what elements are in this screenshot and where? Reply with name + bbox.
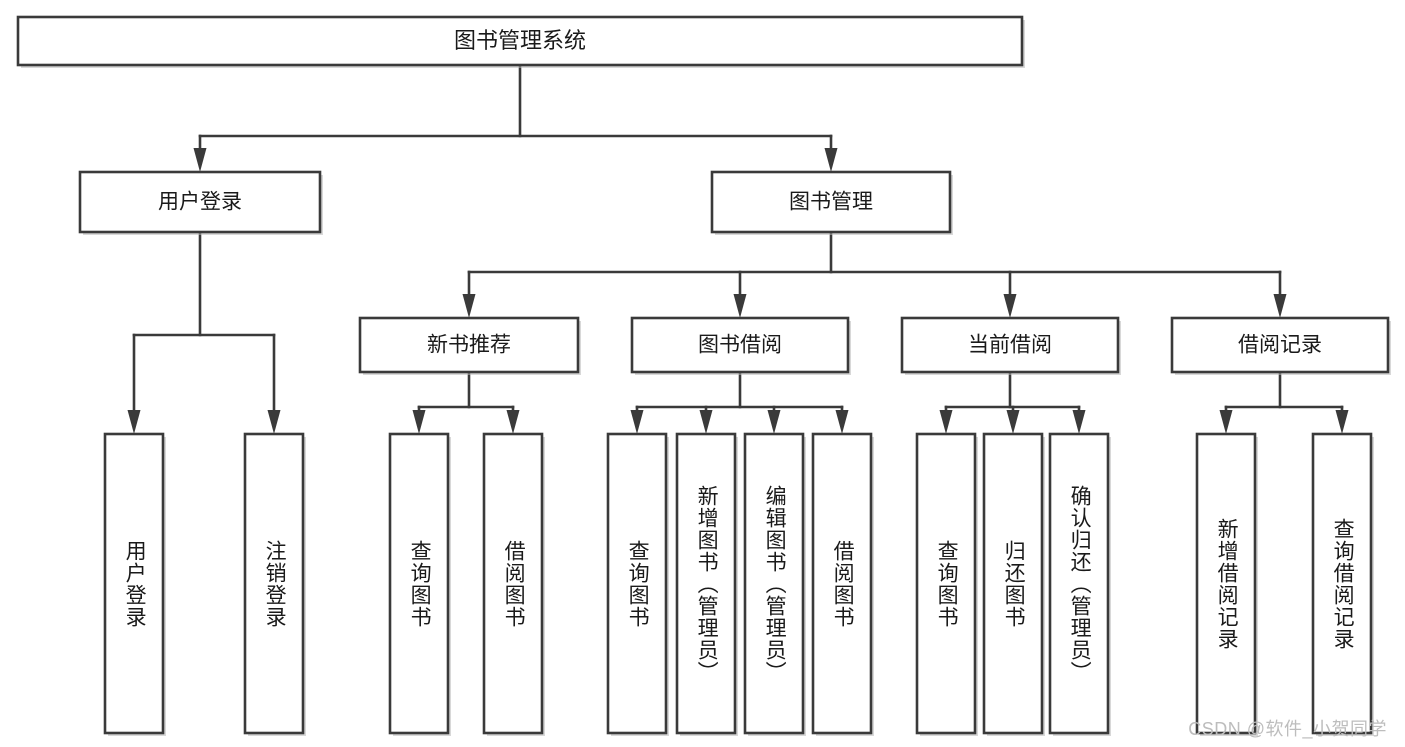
box-outline xyxy=(243,432,305,735)
current-to-leaves-arrowhead-0 xyxy=(939,410,953,434)
box-outline xyxy=(743,432,805,735)
borrow-to-leaves-arrowhead-2 xyxy=(767,410,781,434)
box-outline xyxy=(1195,432,1257,735)
node-borrow-record[interactable] xyxy=(1170,316,1391,375)
node-user-login-label: 用户登录 xyxy=(158,191,242,214)
record-to-leaves-arrowhead-0 xyxy=(1219,410,1233,434)
node-book-borrow[interactable] xyxy=(630,316,851,375)
box-outline xyxy=(710,170,952,234)
node-leaf-query-book-current[interactable] xyxy=(915,432,978,736)
node-leaf-borrow-book[interactable] xyxy=(811,432,874,736)
box-outline xyxy=(900,316,1120,374)
node-user-login[interactable] xyxy=(78,170,323,235)
current-to-leaves-arrowhead-2 xyxy=(1072,410,1086,434)
box-outline xyxy=(675,432,737,735)
box-outline xyxy=(1311,432,1373,735)
node-leaf-return-book[interactable] xyxy=(982,432,1045,736)
box-outline xyxy=(358,316,580,374)
node-leaf-confirm-return-admin[interactable] xyxy=(1048,432,1111,736)
node-new-book-recommend[interactable] xyxy=(358,316,581,375)
connector-layer xyxy=(127,63,1349,434)
node-leaf-user-login[interactable] xyxy=(103,432,166,736)
node-leaf-add-book-admin[interactable] xyxy=(675,432,738,736)
box-outline xyxy=(1048,432,1110,735)
userlogin-to-leaves-arrowhead-0 xyxy=(127,410,141,434)
recommend-to-leaves-arrowhead-0 xyxy=(412,410,426,434)
box-outline xyxy=(982,432,1044,735)
node-book-manage[interactable] xyxy=(710,170,953,235)
box-outline xyxy=(16,15,1024,67)
box-outline xyxy=(630,316,850,374)
node-new-book-recommend-label: 新书推荐 xyxy=(427,334,511,357)
node-root[interactable] xyxy=(16,15,1025,68)
bookmanage-to-level2-arrowhead-2 xyxy=(1003,294,1017,318)
node-current-borrow-label: 当前借阅 xyxy=(968,334,1052,357)
box-outline xyxy=(78,170,322,234)
node-borrow-record-label: 借阅记录 xyxy=(1238,334,1322,357)
node-leaf-query-book-borrow[interactable] xyxy=(606,432,669,736)
userlogin-to-leaves-arrowhead-1 xyxy=(267,410,281,434)
box-outline xyxy=(915,432,977,735)
node-leaf-query-borrow-record[interactable] xyxy=(1311,432,1374,736)
current-to-leaves-arrowhead-1 xyxy=(1006,410,1020,434)
node-root-label: 图书管理系统 xyxy=(454,28,586,53)
node-leaf-add-borrow-record[interactable] xyxy=(1195,432,1258,736)
root-to-level1-arrowhead-1 xyxy=(824,148,838,172)
node-leaf-edit-book-admin[interactable] xyxy=(743,432,806,736)
node-book-borrow-label: 图书借阅 xyxy=(698,334,782,357)
recommend-to-leaves-arrowhead-1 xyxy=(506,410,520,434)
record-to-leaves-arrowhead-1 xyxy=(1335,410,1349,434)
borrow-to-leaves-arrowhead-0 xyxy=(630,410,644,434)
box-outline xyxy=(606,432,668,735)
root-to-level1-arrowhead-0 xyxy=(193,148,207,172)
node-box-layer xyxy=(16,15,1391,736)
box-outline xyxy=(103,432,165,735)
box-outline xyxy=(388,432,450,735)
node-leaf-user-logout[interactable] xyxy=(243,432,306,736)
bookmanage-to-level2-arrowhead-0 xyxy=(462,294,476,318)
box-outline xyxy=(1170,316,1390,374)
node-book-manage-label: 图书管理 xyxy=(789,191,873,214)
node-leaf-query-book-rec[interactable] xyxy=(388,432,451,736)
borrow-to-leaves-arrowhead-3 xyxy=(835,410,849,434)
box-outline xyxy=(482,432,544,735)
node-leaf-borrow-book-rec[interactable] xyxy=(482,432,545,736)
node-current-borrow[interactable] xyxy=(900,316,1121,375)
box-outline xyxy=(811,432,873,735)
borrow-to-leaves-arrowhead-1 xyxy=(699,410,713,434)
bookmanage-to-level2-arrowhead-1 xyxy=(733,294,747,318)
bookmanage-to-level2-arrowhead-3 xyxy=(1273,294,1287,318)
